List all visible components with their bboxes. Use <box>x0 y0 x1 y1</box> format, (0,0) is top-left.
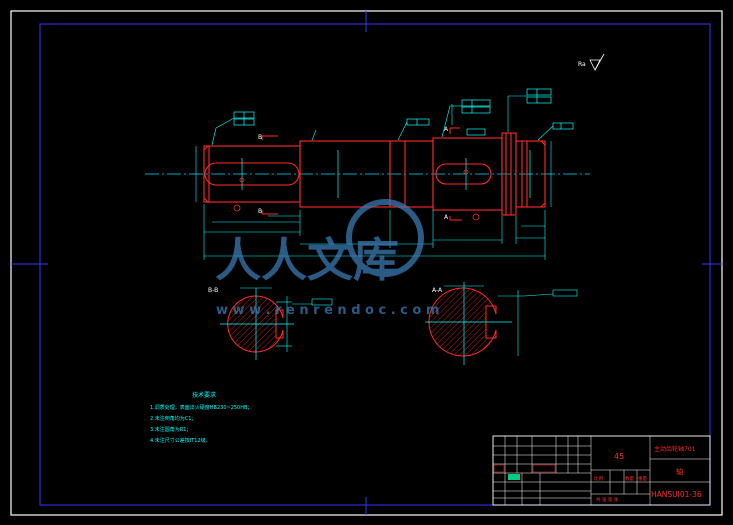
section-a-a-label: A-A <box>432 287 443 294</box>
watermark-cn: 人人文库 <box>215 233 399 287</box>
cut-label-b-top: B <box>258 134 262 141</box>
count-label: 数量 <box>625 475 634 482</box>
cut-label-a-left: A <box>444 126 449 133</box>
centering-marks <box>11 11 722 515</box>
part-name: 主动齿轮轴701 <box>654 445 696 453</box>
tech-line-2: 2.未注倒角均为C1； <box>150 415 196 422</box>
section-b-b-label: B-B <box>208 287 218 294</box>
tech-line-4: 4.未注尺寸公差按IT12级。 <box>150 437 211 444</box>
tech-title: 技术要求 <box>192 391 216 399</box>
roughness-symbol: Ra <box>578 53 605 71</box>
tech-line-1: 1.调质处理，表面淬火硬度HB230~250HB； <box>150 404 252 411</box>
cut-label-b-bottom: B <box>258 208 262 215</box>
title-block: 45 主动齿轮轴701 轴 HANSUI01-36 比例 数量 重量 共 张 第… <box>492 435 711 506</box>
datum-markers <box>233 169 480 221</box>
section-b-b: B-B <box>208 287 333 360</box>
material-value: 45 <box>614 452 624 461</box>
watermark: 人人文库 w w w . r e n r e n d o c . c o m <box>215 199 439 318</box>
sheet-text: 共 张 第 张 <box>596 496 619 503</box>
watermark-url: w w w . r e n r e n d o c . c o m <box>216 303 439 318</box>
shaft-main-view: B B A A <box>145 88 590 260</box>
cut-label-a-right: A <box>444 214 449 221</box>
dimension-lines <box>203 204 546 260</box>
roughness-label: Ra <box>578 61 586 68</box>
section-a-a: A-A <box>425 282 578 365</box>
scale-label: 比例 <box>594 475 603 482</box>
drawing-number: HANSUI01-36 <box>651 490 702 499</box>
tech-line-3: 3.未注圆角为R1； <box>150 426 191 433</box>
weight-label: 重量 <box>638 475 647 482</box>
part-type: 轴 <box>676 467 683 476</box>
technical-requirements: 技术要求 1.调质处理，表面淬火硬度HB230~250HB； 2.未注倒角均为C… <box>150 391 252 444</box>
